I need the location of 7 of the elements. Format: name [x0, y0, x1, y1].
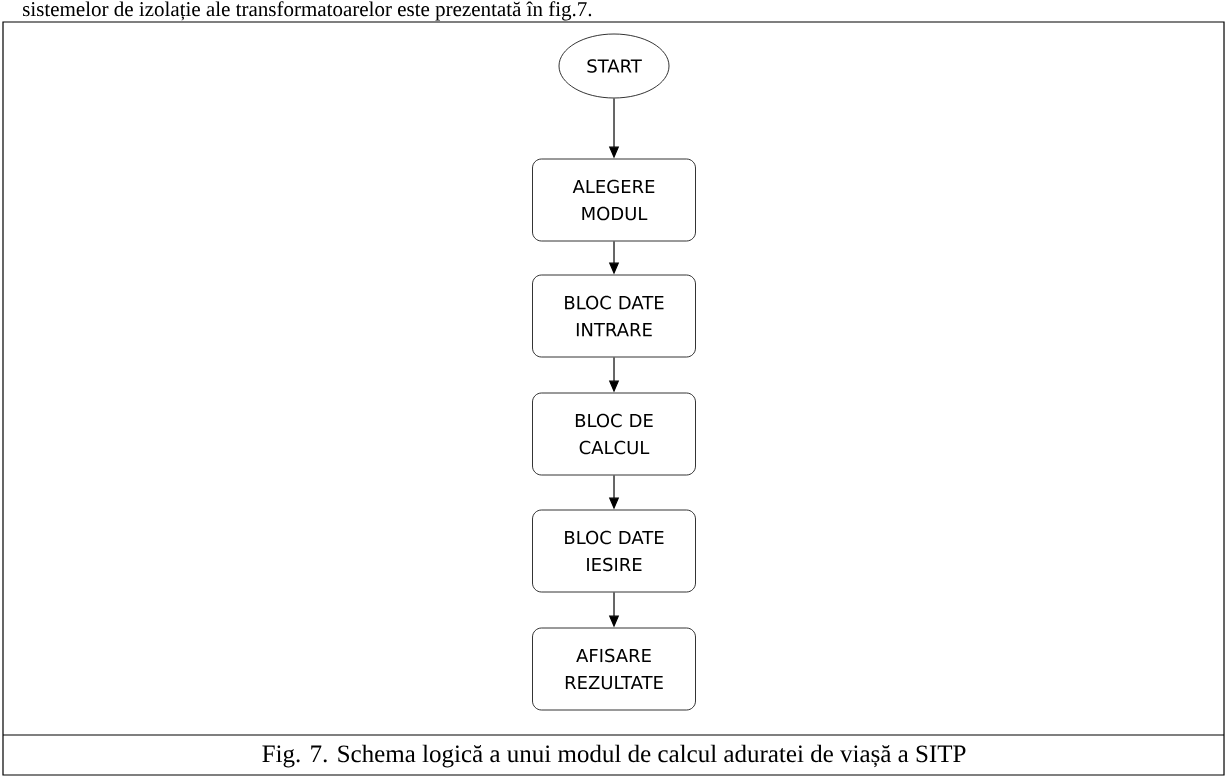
body-text: sistemelor de izolație ale transformatoarelor este prezentată în fig.7. [23, 1, 592, 21]
process-box: AFISARE REZULTATE [532, 627, 696, 711]
process-box: BLOC DE CALCUL [532, 392, 696, 476]
process-box: BLOC DATE IESIRE [532, 509, 696, 593]
process-box: BLOC DATE INTRARE [532, 274, 696, 358]
process-box: ALEGERE MODUL [532, 158, 696, 242]
figure-caption: Fig. 7. Schema logică a unui modul de calcul aduratei de viașă a SITP [262, 744, 966, 768]
